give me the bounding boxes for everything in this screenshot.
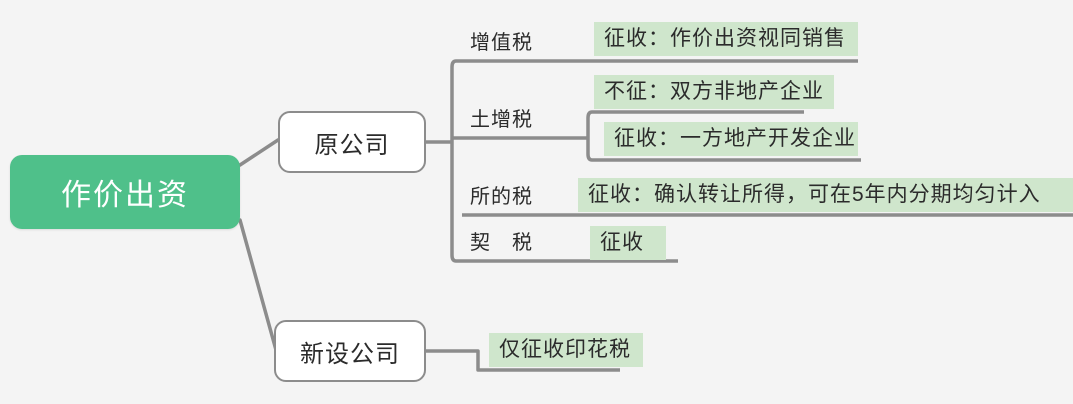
trunk-yuangongsi [450,59,462,263]
label-suodeshui[interactable]: 所的税 [470,186,533,208]
label-tuzengshui[interactable]: 土增税 [470,109,533,131]
root-node[interactable]: 作价出资 [10,155,240,229]
leaf-zengzhishui-zhengshou[interactable]: 征收：作价出资视同销售 [594,22,858,56]
leaf-qishui-zhengshou[interactable]: 征收 [590,226,666,260]
leaf-xinshegongsi-yinhuashui[interactable]: 仅征收印花税 [489,333,643,367]
edge-root-to-yuangongsi [238,138,280,167]
node-xinshegongsi[interactable]: 新设公司 [274,320,426,382]
leaf-tuzengshui-zhengshou[interactable]: 征收：一方地产开发企业 [604,122,858,156]
leaf-tuzengshui-buzheng[interactable]: 不征：双方非地产企业 [594,75,834,109]
trunk-tuzengshui [586,110,598,162]
label-qishui[interactable]: 契 税 [470,232,533,254]
leaf-suodeshui-zhengshou[interactable]: 征收：确认转让所得，可在5年内分期均匀计入 [578,178,1073,212]
node-yuangongsi[interactable]: 原公司 [278,111,426,173]
label-zengzhishui[interactable]: 增值税 [470,32,533,54]
edge-root-to-xinshegongsi [238,218,278,352]
